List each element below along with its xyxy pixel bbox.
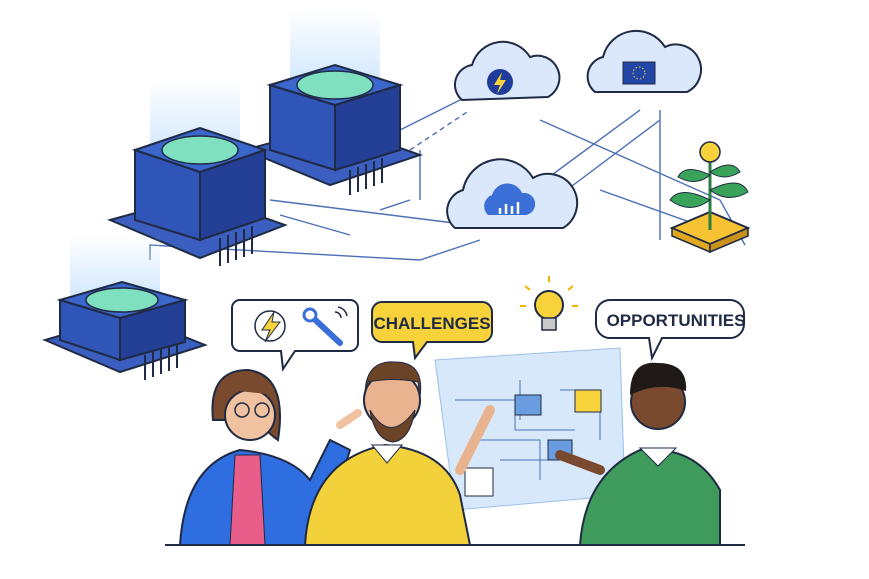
lightning-icon xyxy=(254,310,286,343)
person-bearded-man xyxy=(303,361,495,546)
plant-icon xyxy=(669,141,751,254)
tools-bubble xyxy=(231,299,359,372)
opportunities-label: OPPORTUNITIES xyxy=(607,311,746,330)
holographic-panel xyxy=(434,347,626,511)
wrench-icon xyxy=(302,306,348,346)
server-icon xyxy=(106,80,288,266)
cloud-lightning-icon xyxy=(453,40,561,102)
cloud-chart-icon xyxy=(446,158,579,229)
person-woman xyxy=(178,368,362,546)
challenges-bubble: CHALLENGES xyxy=(371,301,493,361)
network-lines xyxy=(149,94,746,261)
opportunities-bubble: OPPORTUNITIES xyxy=(595,299,746,362)
cloud-eu-flag-icon xyxy=(586,29,703,93)
server-icon xyxy=(42,235,208,380)
server-icon xyxy=(241,10,424,195)
challenges-label: CHALLENGES xyxy=(373,314,490,333)
lightbulb-icon xyxy=(520,276,578,331)
person-man-green xyxy=(555,362,721,546)
